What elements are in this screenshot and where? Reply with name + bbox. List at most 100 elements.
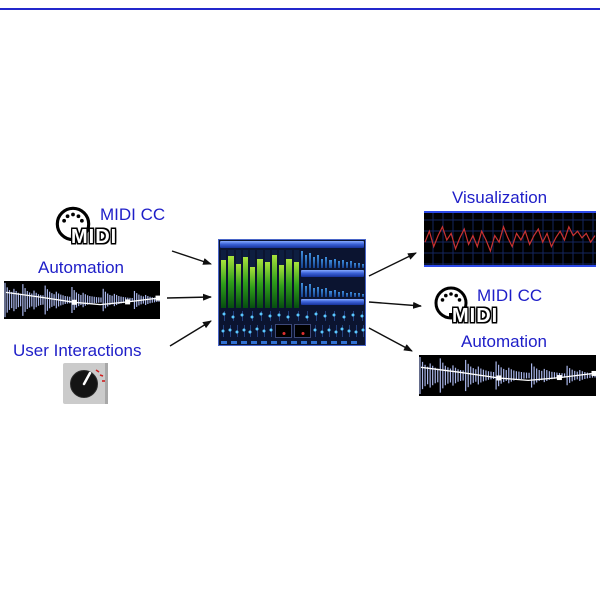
- blue-bar: [337, 260, 340, 268]
- meter-column: [293, 250, 299, 308]
- slider-dot: [231, 315, 235, 319]
- flow-arrow: [368, 327, 413, 352]
- bottom-strip: [221, 340, 365, 344]
- blue-bar: [333, 289, 336, 297]
- mini-slider: [239, 310, 245, 322]
- blue-bar: [317, 286, 320, 297]
- meter-column: [264, 250, 270, 308]
- mini-slider: [331, 310, 337, 322]
- bar-column: [341, 250, 344, 268]
- meter-column: [257, 250, 263, 308]
- slider-dot: [296, 313, 300, 317]
- slider-dot: [277, 313, 281, 317]
- midi-din-icon: [55, 206, 91, 242]
- blue-bar: [349, 261, 352, 268]
- bar-column: [337, 279, 340, 297]
- green-meter-bar: [293, 261, 299, 308]
- strip-segment: [271, 340, 277, 344]
- blue-bar: [317, 254, 320, 268]
- bar-column: [333, 279, 336, 297]
- slider-dot: [334, 330, 338, 334]
- slider-dot: [313, 328, 317, 332]
- bar-column: [345, 279, 348, 297]
- meter-column: [242, 250, 249, 308]
- bar-column: [317, 250, 320, 268]
- blue-bar: [309, 252, 312, 268]
- bar-column: [349, 250, 352, 268]
- output-visualization-label: Visualization: [452, 188, 548, 207]
- bar-column: [349, 279, 352, 297]
- output-automation-label: Automation: [461, 332, 547, 351]
- mini-slider: [267, 310, 273, 322]
- bar-column: [353, 279, 356, 297]
- mini-slider: [322, 310, 328, 322]
- mini-slider: [255, 324, 259, 338]
- mini-slider: [347, 324, 351, 338]
- bar-column: [309, 279, 312, 297]
- bar-column: [357, 250, 360, 268]
- blue-bar: [345, 292, 348, 297]
- slider-dot: [351, 313, 355, 317]
- green-meter-bar: [279, 265, 285, 308]
- bar-column: [301, 250, 304, 268]
- slider-dot: [320, 330, 324, 334]
- mini-slider: [276, 310, 282, 322]
- slider-dot: [360, 314, 364, 318]
- blue-bar: [305, 286, 308, 297]
- bar-column: [321, 250, 324, 268]
- green-meter-bar: [257, 258, 263, 308]
- bar-column: [313, 279, 316, 297]
- blue-bar: [325, 256, 328, 268]
- meter-column: [286, 250, 292, 308]
- strip-segment: [221, 340, 227, 344]
- slider-dot: [347, 329, 351, 333]
- black-display: [275, 324, 292, 338]
- blue-bar: [313, 257, 316, 268]
- mini-slider: [262, 324, 266, 338]
- strip-segment: [301, 340, 307, 344]
- slider-dot: [255, 327, 259, 331]
- output-midi-cc-label: MIDI CC: [477, 286, 543, 305]
- blue-bar: [353, 293, 356, 297]
- blue-bar: [309, 284, 312, 297]
- blue-bar: [341, 291, 344, 297]
- black-display: [294, 324, 311, 338]
- green-meters: [221, 250, 299, 308]
- mini-slider: [361, 324, 365, 338]
- slider-dot: [361, 328, 365, 332]
- bar-column: [313, 250, 316, 268]
- green-meter-bar: [264, 261, 270, 308]
- bar-column: [345, 250, 348, 268]
- mini-slider: [249, 310, 255, 322]
- blue-bar: [301, 250, 304, 268]
- mini-slider: [242, 324, 246, 338]
- visualization-chart: [424, 211, 596, 267]
- slider-dot: [242, 328, 246, 332]
- blue-bar: [329, 259, 332, 268]
- mini-slider: [354, 324, 358, 338]
- slider-dot: [327, 328, 331, 332]
- flow-arrow: [166, 293, 212, 301]
- strip-segment: [341, 340, 347, 344]
- midi-logo-input: MIDI: [71, 226, 118, 248]
- strip-segment: [291, 340, 297, 344]
- plugin-title-bar: [220, 241, 364, 248]
- mini-slider: [340, 310, 346, 322]
- mini-slider: [228, 324, 232, 338]
- green-meter-bar: [235, 263, 241, 308]
- slider-dot: [248, 330, 252, 334]
- mini-slider: [359, 310, 365, 322]
- slider-dot: [340, 327, 344, 331]
- bar-column: [361, 250, 364, 268]
- bar-column: [301, 279, 304, 297]
- mini-slider: [221, 324, 225, 338]
- input-midi-cc-label: MIDI CC: [100, 205, 166, 224]
- mini-slider: [235, 324, 239, 338]
- strip-segment: [351, 340, 357, 344]
- bar-column: [361, 279, 364, 297]
- flow-arrow: [368, 301, 422, 309]
- flow-arrow: [171, 250, 212, 265]
- chart-graphic: [424, 211, 596, 267]
- mini-slider: [334, 324, 338, 338]
- mini-slider: [340, 324, 345, 338]
